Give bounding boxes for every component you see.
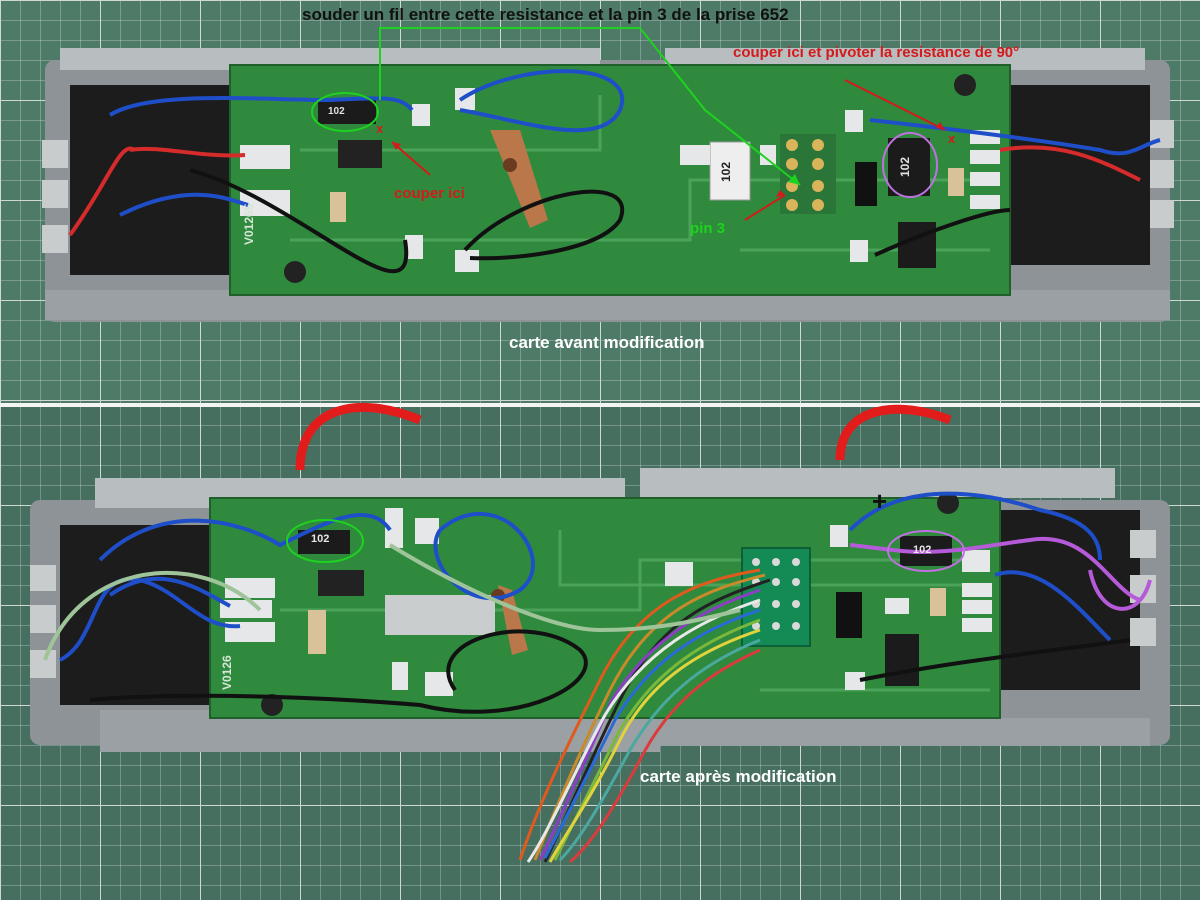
- cut-mark-left: x: [376, 121, 384, 136]
- caption-bottom: carte après modification: [640, 767, 837, 786]
- highlight-circle-purple-top: [882, 132, 938, 198]
- copper-tab-bottom: [498, 585, 528, 655]
- bottom-assembly: [30, 403, 1170, 864]
- highlight-circle-purple-bottom: [887, 530, 965, 572]
- cut-mark-right: x: [948, 131, 956, 146]
- plus-marking: +: [872, 486, 888, 516]
- resistor-code-top-left: 102: [328, 106, 345, 117]
- resistor-code-top-right: 102: [898, 156, 913, 178]
- cut-here-arrow: [391, 141, 431, 176]
- left-connector-top: [70, 85, 240, 275]
- panel-separator: [0, 403, 1200, 407]
- highlight-circle-green-top: [311, 92, 379, 132]
- cut-rotate-arrow: [844, 79, 946, 131]
- resistor-code-bottom-left: 102: [311, 533, 330, 545]
- caption-top: carte avant modification: [509, 333, 705, 352]
- pin3-label: pin 3: [690, 220, 726, 237]
- pcb-code-top: V01265: [242, 203, 256, 245]
- cut-here-label: couper ici: [394, 185, 465, 202]
- pin3-arrow: [744, 194, 786, 221]
- cut-rotate-label: couper ici et pivoter la resistance de 9…: [733, 44, 1020, 61]
- top-assembly: [42, 27, 1174, 322]
- highlight-circle-green-bottom: [286, 519, 364, 563]
- pcb-code-bottom: V0126: [220, 655, 234, 690]
- solder-instruction-label: souder un fil entre cette resistance et …: [302, 5, 789, 24]
- resistor-code-bottom-right: 102: [913, 544, 932, 556]
- left-connector-bottom: [60, 525, 220, 705]
- resistor-code-top-mid: 102: [719, 161, 734, 183]
- right-connector-bottom: [990, 510, 1140, 690]
- solder-path-line: [379, 27, 801, 186]
